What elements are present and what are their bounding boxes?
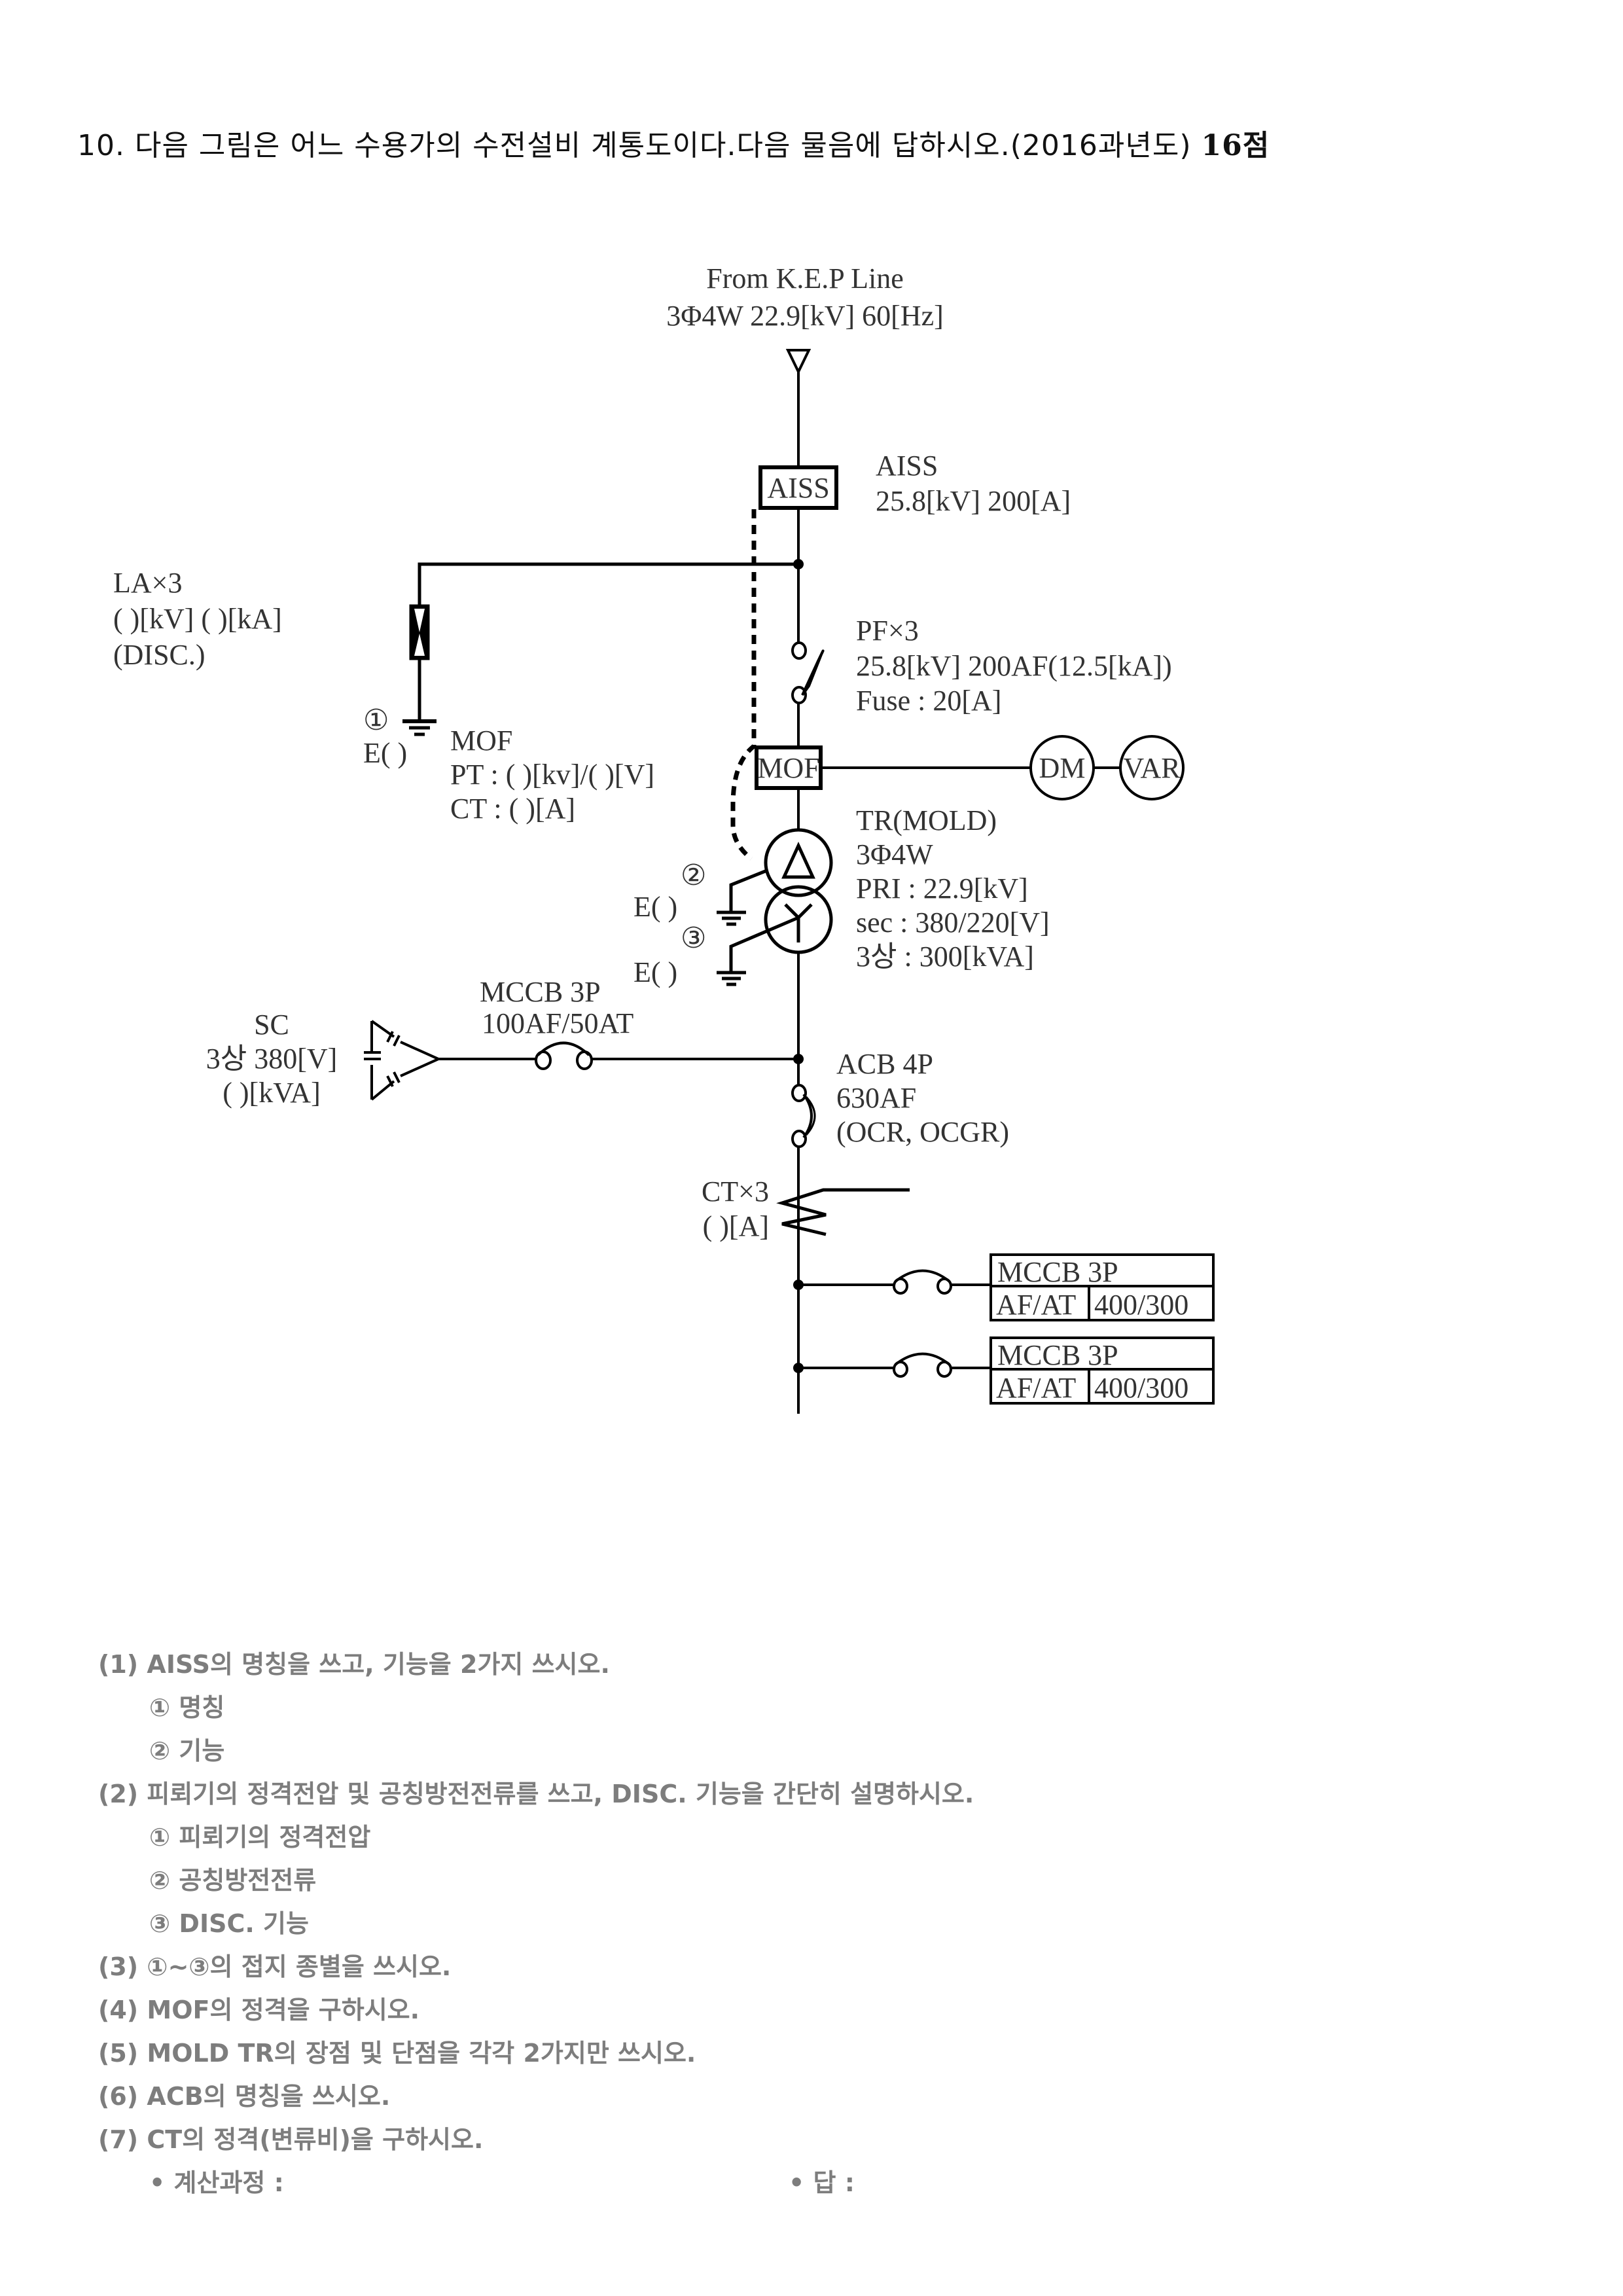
transformer-icon <box>764 828 833 954</box>
tr-label-5: 3상 : 300[kVA] <box>856 941 1034 973</box>
question-2: (2) 피뢰기의 정격전압 및 공칭방전전류를 쓰고, DISC. 기능을 간단… <box>98 1780 974 1808</box>
question-4: (4) MOF의 정격을 구하시오. <box>98 1996 420 2024</box>
la-label-2: ( )[kV] ( )[kA] <box>113 603 282 635</box>
calculation-label: • 계산과정 : <box>149 2168 284 2197</box>
feeder-key: AF/AT <box>996 1289 1076 1321</box>
source-label-2: 3Φ4W 22.9[kV] 60[Hz] <box>666 300 944 332</box>
feeder-title: MCCB 3P <box>997 1339 1118 1371</box>
single-line-diagram: From K.E.P Line 3Φ4W 22.9[kV] 60[Hz] AIS… <box>113 262 1215 1414</box>
ground2-label: E( ) <box>633 891 677 923</box>
current-transformer-icon <box>776 1188 910 1236</box>
mccb-sc-label-2: 100AF/50AT <box>482 1007 633 1039</box>
mccb-breaker-icon <box>535 1041 593 1070</box>
ground3-marker: ③ <box>681 922 706 954</box>
question-1: (1) AISS의 명칭을 쓰고, 기능을 2가지 쓰시오. <box>98 1650 610 1679</box>
question-2-c: ③ DISC. 기능 <box>149 1909 309 1938</box>
acb-label-3: (OCR, OCGR) <box>836 1116 1009 1148</box>
question-1-a: ① 명칭 <box>149 1693 225 1722</box>
question-6: (6) ACB의 명칭을 쓰시오. <box>98 2082 391 2111</box>
mof-ct: CT : ( )[A] <box>450 793 575 825</box>
var-label: VAR <box>1123 752 1181 784</box>
question-title: 10. 다음 그림은 어느 수용가의 수전설비 계통도이다.다음 물음에 답하시… <box>77 129 1192 162</box>
sc-label-2: 3상 380[V] <box>206 1043 338 1075</box>
sc-label-1: SC <box>254 1009 289 1041</box>
question-list: (1) AISS의 명칭을 쓰고, 기능을 2가지 쓰시오. ① 명칭 ② 기능… <box>98 1643 974 2204</box>
question-7: (7) CT의 정격(변류비)을 구하시오. <box>98 2125 484 2154</box>
question-2-b: ② 공칭방전전류 <box>149 1866 317 1895</box>
acb-breaker-icon <box>791 1084 816 1148</box>
ground-icon <box>402 719 437 736</box>
var-meter-icon <box>1119 735 1185 800</box>
pf-label-2: 25.8[kV] 200AF(12.5[kA]) <box>856 650 1172 682</box>
feeder-1: MCCB 3P AF/AT 400/300 <box>793 1253 1215 1321</box>
feeder-2: MCCB 3P AF/AT 400/300 <box>793 1336 1215 1405</box>
la-branch-wire <box>418 562 798 605</box>
acb-label-2: 630AF <box>836 1082 916 1114</box>
tr-label-3: PRI : 22.9[kV] <box>856 872 1028 905</box>
question-3: (3) ①~③의 접지 종별을 쓰시오. <box>98 1952 452 1981</box>
mccb-sc-label-1: MCCB 3P <box>480 976 601 1008</box>
acb-label-1: ACB 4P <box>836 1048 933 1080</box>
pf-label-3: Fuse : 20[A] <box>856 685 1001 717</box>
ground3-wire <box>729 916 799 971</box>
dashed-control-line <box>730 509 757 861</box>
mof-box <box>755 745 823 790</box>
ground2-wire <box>729 869 768 911</box>
ground-icon <box>717 910 746 926</box>
answer-row: • 계산과정 : • 답 : <box>98 2161 974 2204</box>
incoming-line-icon <box>785 349 812 375</box>
capacitor-icon <box>364 1020 442 1101</box>
tr-label-4: sec : 380/220[V] <box>856 906 1050 939</box>
ground2-marker: ② <box>681 859 706 891</box>
aiss-box-label: AISS <box>767 472 829 504</box>
la-label-1: LA×3 <box>113 567 182 599</box>
answer-label: • 답 : <box>789 2168 855 2197</box>
aiss-rating: 25.8[kV] 200[A] <box>876 485 1071 517</box>
source-label-1: From K.E.P Line <box>706 262 903 295</box>
tr-label-2: 3Φ4W <box>856 838 933 870</box>
ct-label-1: CT×3 <box>702 1175 769 1208</box>
ground1-marker: ① <box>363 704 389 736</box>
feeder-value: 400/300 <box>1094 1289 1188 1321</box>
tr-label-1: TR(MOLD) <box>856 804 997 836</box>
ground3-label: E( ) <box>633 956 677 988</box>
ground-icon <box>717 971 746 986</box>
dm-label: DM <box>1039 752 1086 784</box>
ct-label-2: ( )[A] <box>703 1210 769 1242</box>
ground1-label: E( ) <box>363 737 407 769</box>
question-1-b: ② 기능 <box>149 1736 225 1765</box>
question-5: (5) MOLD TR의 장점 및 단점을 각각 2가지만 쓰시오. <box>98 2039 696 2068</box>
question-points: 16점 <box>1201 129 1270 162</box>
mof-pt: PT : ( )[kv]/( )[V] <box>450 759 654 791</box>
aiss-name: AISS <box>876 450 938 482</box>
la-label-3: (DISC.) <box>113 639 205 671</box>
feeder-value: 400/300 <box>1094 1372 1188 1404</box>
feeder-title: MCCB 3P <box>997 1256 1118 1288</box>
la-inner-icon <box>414 609 425 656</box>
power-fuse-icon <box>791 641 825 704</box>
mof-box-label: MOF <box>757 752 819 784</box>
page-title: 10. 다음 그림은 어느 수용가의 수전설비 계통도이다.다음 물음에 답하시… <box>77 122 1270 164</box>
feeder-key: AF/AT <box>996 1372 1076 1404</box>
sc-label-3: ( )[kVA] <box>223 1077 321 1109</box>
pf-label-1: PF×3 <box>856 615 919 647</box>
question-2-a: ① 피뢰기의 정격전압 <box>149 1823 371 1852</box>
mof-name: MOF <box>450 725 512 757</box>
